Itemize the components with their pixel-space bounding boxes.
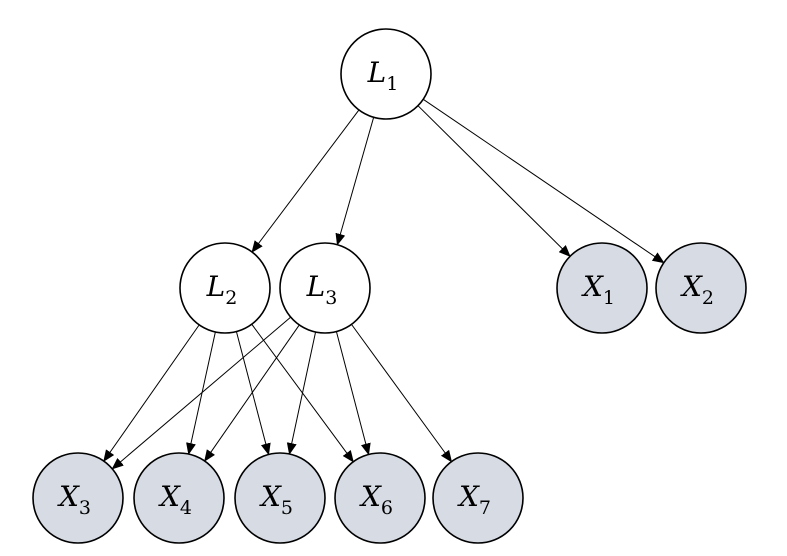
node-x4-label: X4 <box>158 480 192 519</box>
edge-l2-x3 <box>103 324 200 462</box>
node-x6: X6 <box>334 452 426 544</box>
edge-l3-x6 <box>335 331 371 456</box>
node-x3-circle <box>32 452 124 544</box>
node-x1: X1 <box>556 242 648 334</box>
node-x2-circle <box>655 242 747 334</box>
node-x4-circle <box>133 452 225 544</box>
edge-l1-x1 <box>417 105 571 258</box>
node-x1-label: X1 <box>581 270 615 309</box>
edge-l1-l3 <box>335 117 375 246</box>
node-l3-circle <box>279 242 371 334</box>
node-l3-label: L3 <box>306 270 338 309</box>
node-x7-label: X7 <box>457 480 491 519</box>
node-x5-circle <box>234 452 326 544</box>
node-l2-circle <box>179 242 271 334</box>
edge-l3-x3 <box>111 316 292 470</box>
edge-l3-x5 <box>286 331 317 455</box>
node-l3: L3 <box>279 242 371 334</box>
node-x5: X5 <box>234 452 326 544</box>
node-x2-label: X2 <box>680 270 714 309</box>
edge-l1-x2 <box>422 98 665 264</box>
node-x1-circle <box>556 242 648 334</box>
node-l2-label: L2 <box>206 270 238 309</box>
node-x5-label: X5 <box>259 480 293 519</box>
node-x7: X7 <box>432 452 524 544</box>
node-x6-label: X6 <box>359 480 393 519</box>
node-x7-circle <box>432 452 524 544</box>
node-l1-circle <box>340 28 432 120</box>
edge-l3-x7 <box>351 324 453 463</box>
edge-l3-x4 <box>204 324 300 462</box>
node-l1: L1 <box>340 28 432 120</box>
node-x4: X4 <box>133 452 225 544</box>
node-x3-label: X3 <box>57 480 91 519</box>
node-l1-label: L1 <box>367 56 399 95</box>
edges-layer <box>103 98 665 470</box>
node-x3: X3 <box>32 452 124 544</box>
node-x6-circle <box>334 452 426 544</box>
node-x2: X2 <box>655 242 747 334</box>
node-l2: L2 <box>179 242 271 334</box>
edge-l1-l2 <box>251 109 360 253</box>
